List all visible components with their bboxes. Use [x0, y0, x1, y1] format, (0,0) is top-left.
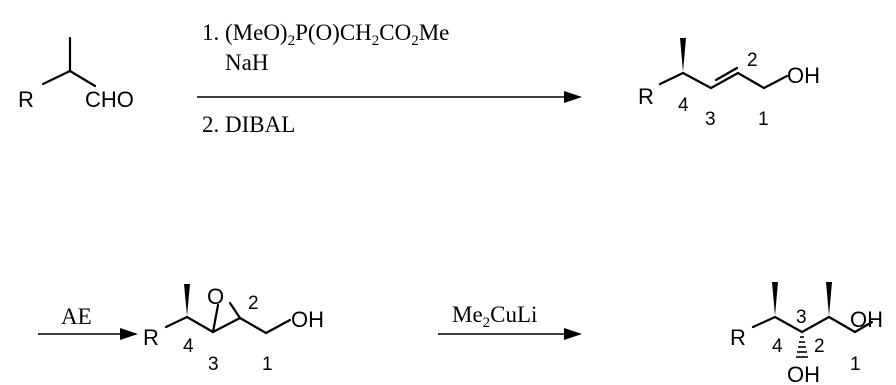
epoxide-o-label: O [207, 284, 224, 309]
bond-c3-o [211, 303, 220, 334]
diol-c2-number: 2 [814, 336, 825, 357]
hashed-bond-c3-oh [796, 336, 808, 358]
diol-oh3-label: OH [787, 362, 820, 385]
reaction-arrow-3: Me2CuLi [438, 302, 582, 340]
bond-c3-c2 [800, 315, 831, 334]
epoxide-c1-number: 1 [262, 354, 273, 375]
reaction-arrow-2: AE [38, 304, 138, 340]
bond-c2-c1 [238, 316, 268, 335]
diol-c3-number: 3 [796, 307, 807, 328]
bond-c4-c3 [773, 315, 804, 334]
diol-r-label: R [730, 325, 746, 350]
bond-r-c4 [658, 71, 685, 86]
allylic-oh-label: OH [787, 63, 820, 88]
bond-c2-cho [68, 69, 97, 88]
reagent-cuprate: Me2CuLi [452, 302, 537, 331]
aldehyde-structure: R CHO [18, 36, 134, 112]
epoxide-structure: R O OH 4 3 2 1 [143, 284, 324, 375]
bond-c1-o [853, 320, 874, 334]
bond-c3-c2 [211, 316, 242, 334]
arrow-2-head [120, 328, 138, 340]
epoxide-c3-number: 3 [208, 354, 219, 375]
epoxide-c4-number: 4 [183, 336, 194, 357]
allylic-c4-number: 4 [678, 95, 689, 116]
diol-structure: R OH OH 4 3 2 1 [730, 282, 883, 385]
diol-c1-number: 1 [850, 354, 861, 375]
bond-c4-c3 [185, 315, 215, 334]
reagent-nah: NaH [225, 50, 268, 75]
methyl-wedge [184, 284, 190, 316]
arrow-1-head [564, 91, 582, 103]
reaction-arrow-1: 1. (MeO)2P(O)CH2CO2Me NaH 2. DIBAL [197, 20, 582, 137]
allylic-r-label: R [638, 84, 654, 109]
methyl-wedge-c4 [772, 282, 778, 316]
bond-c1-o [264, 318, 292, 335]
allylic-alcohol-structure: R OH 4 3 2 1 [638, 38, 820, 130]
bond-r-c4 [164, 315, 189, 329]
bond-c2-c1 [736, 71, 766, 90]
diol-c4-number: 4 [772, 336, 783, 357]
bond-c2-o [228, 301, 242, 320]
bond-c1-o [762, 74, 789, 90]
bond-c3-c2 [709, 71, 740, 90]
allylic-c1-number: 1 [758, 109, 769, 130]
aldehyde-r-label: R [18, 87, 34, 112]
reagent-ae: AE [61, 304, 92, 329]
allylic-c2-number: 2 [747, 50, 758, 71]
bond-c2-c1 [827, 315, 857, 334]
epoxide-oh-label: OH [291, 307, 324, 332]
bond-c3-c2-double [714, 66, 739, 82]
bond-c4-c3 [681, 71, 713, 90]
methyl-wedge [680, 38, 686, 72]
arrow-3-head [564, 328, 582, 340]
reagent-hwe: 1. (MeO)2P(O)CH2CO2Me [202, 20, 449, 49]
diol-oh-label: OH [850, 307, 883, 332]
epoxide-c2-number: 2 [248, 293, 259, 314]
methyl-wedge-c2 [826, 282, 832, 316]
aldehyde-cho-label: CHO [85, 87, 134, 112]
epoxide-r-label: R [143, 325, 159, 350]
bond-r-c4 [751, 315, 777, 329]
bond-r-c2 [41, 69, 72, 86]
reagent-dibal: 2. DIBAL [202, 112, 295, 137]
allylic-c3-number: 3 [705, 109, 716, 130]
